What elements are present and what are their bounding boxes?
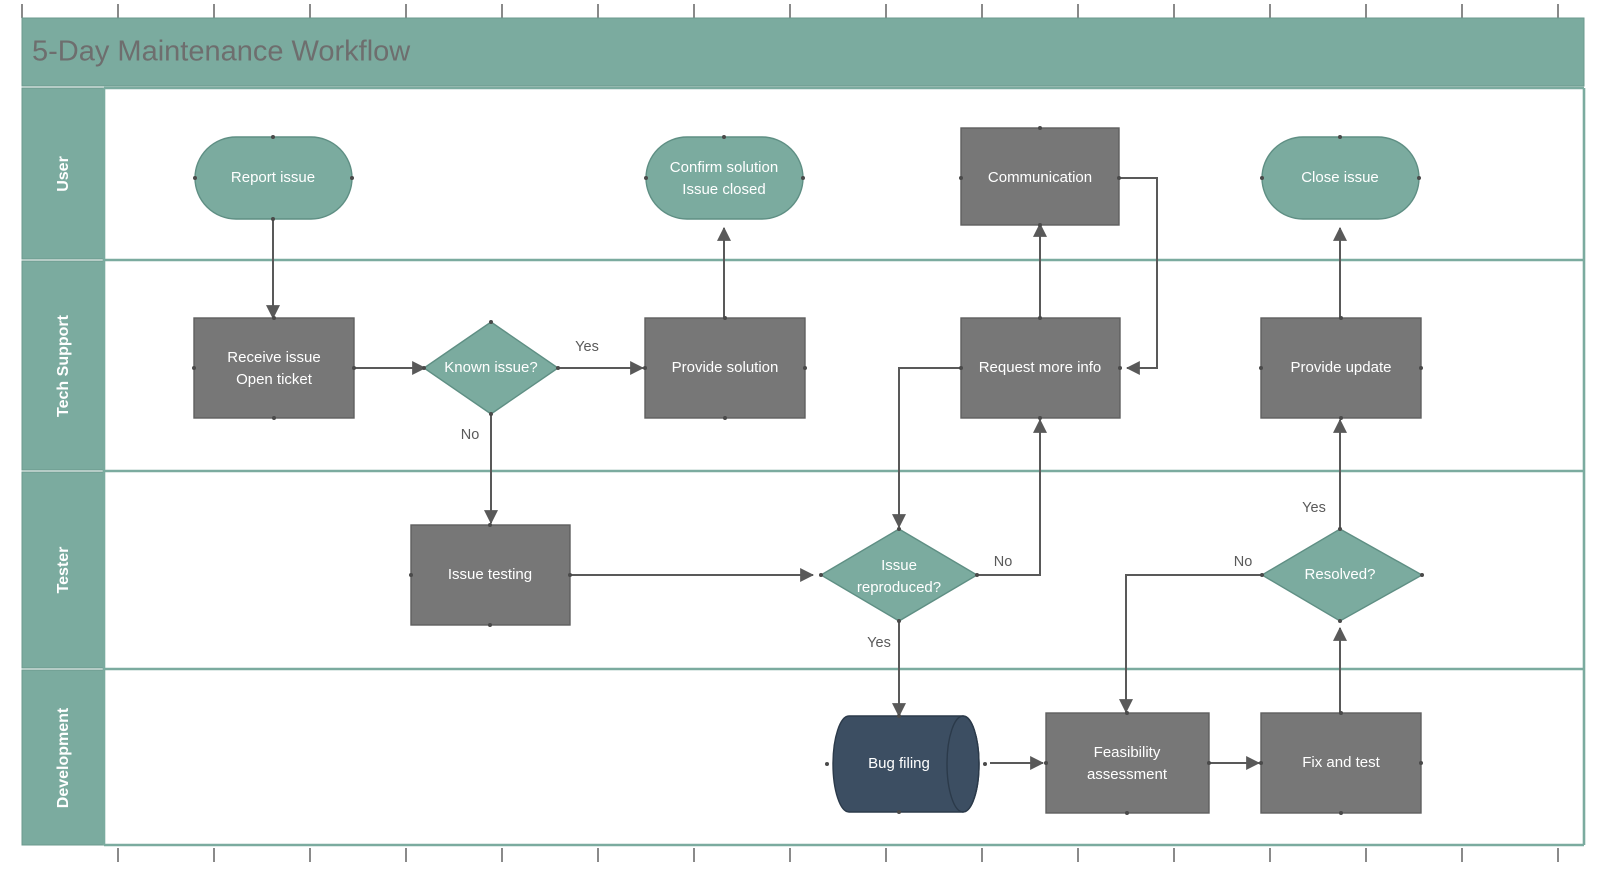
node-label-confirm-solution-line1: Confirm solution [670, 159, 778, 176]
lane-header-user [21, 87, 105, 260]
node-label-receive-issue-line1: Receive issue [227, 349, 320, 366]
node-provide-solution[interactable]: Provide solution [643, 316, 807, 420]
node-label-provide-solution: Provide solution [672, 359, 779, 376]
lane-header-tech-support [21, 260, 105, 471]
lane-dividers [102, 86, 1586, 847]
node-label-receive-issue-line2: Open ticket [236, 371, 313, 388]
node-label-known-issue: Known issue? [444, 359, 537, 376]
node-label-fix-and-test: Fix and test [1302, 754, 1380, 771]
node-label-feasibility-line2: assessment [1087, 766, 1168, 783]
node-label-request-more-info: Request more info [979, 359, 1102, 376]
edge-label-resolved-yes: Yes [1302, 500, 1326, 516]
lane-label-user: User [55, 156, 72, 192]
edge-label-reproduced-yes: Yes [867, 635, 891, 651]
node-label-confirm-solution-line2: Issue closed [682, 181, 765, 198]
node-known-issue[interactable]: Known issue? [422, 320, 560, 416]
node-provide-update[interactable]: Provide update [1259, 316, 1423, 420]
edge-label-known-yes: Yes [575, 339, 599, 355]
node-label-feasibility-line1: Feasibility [1094, 744, 1161, 761]
page-title: 5-Day Maintenance Workflow [32, 36, 411, 68]
lane-header-tester [21, 471, 105, 669]
edge-communication-to-request-info [1119, 177, 1158, 375]
node-label-issue-reproduced-line2: reproduced? [857, 579, 941, 596]
edge-label-resolved-no: No [1234, 554, 1253, 570]
node-feasibility-assessment[interactable]: Feasibility assessment [1044, 711, 1211, 815]
edge-label-reproduced-no: No [994, 554, 1013, 570]
node-label-close-issue: Close issue [1301, 169, 1379, 186]
edge-reproduced-no-to-request-info [977, 418, 1047, 576]
node-confirm-solution[interactable]: Confirm solution Issue closed [644, 135, 805, 220]
node-fix-and-test[interactable]: Fix and test [1259, 711, 1423, 815]
lane-label-tech-support: Tech Support [55, 314, 72, 417]
node-report-issue[interactable]: Report issue [193, 135, 354, 221]
node-label-issue-reproduced-line1: Issue [881, 557, 917, 574]
node-label-resolved: Resolved? [1305, 566, 1376, 583]
connectors [266, 177, 1347, 770]
lane-label-tester: Tester [55, 547, 72, 594]
edge-resolved-no-to-feasibility [1119, 574, 1262, 714]
node-communication[interactable]: Communication [959, 126, 1121, 227]
title-band [21, 17, 1585, 87]
edge-request-info-to-reproduced [892, 367, 961, 529]
edge-label-known-no: No [461, 427, 480, 443]
node-resolved[interactable]: Resolved? [1260, 527, 1424, 623]
ruler-ticks-top [21, 4, 1559, 18]
node-label-provide-update: Provide update [1291, 359, 1392, 376]
node-issue-reproduced[interactable]: Issue reproduced? [819, 527, 979, 623]
node-label-communication: Communication [988, 169, 1092, 186]
lane-label-development: Development [55, 707, 72, 808]
node-receive-issue[interactable]: Receive issue Open ticket [192, 316, 356, 420]
node-bug-filing[interactable]: Bug filing [825, 714, 987, 814]
node-label-report-issue: Report issue [231, 169, 315, 186]
node-request-more-info[interactable]: Request more info [959, 316, 1122, 420]
node-issue-testing[interactable]: Issue testing [409, 523, 572, 627]
node-label-issue-testing: Issue testing [448, 566, 532, 583]
node-close-issue[interactable]: Close issue [1260, 135, 1421, 220]
ruler-ticks-bottom [117, 848, 1559, 862]
node-label-bug-filing: Bug filing [868, 755, 930, 772]
